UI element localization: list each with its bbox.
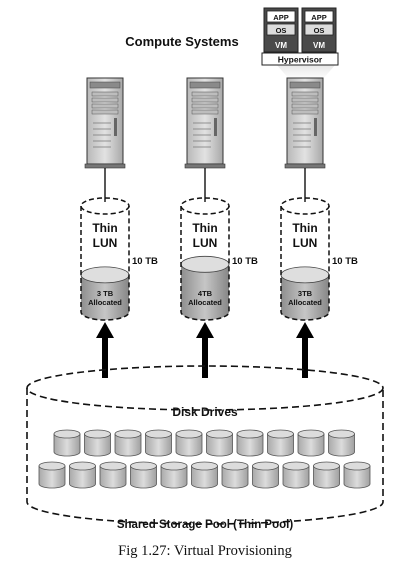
- disk-drives: [38, 429, 371, 489]
- disk-drive: [145, 429, 172, 457]
- disk-drive: [130, 461, 157, 489]
- provisioning-arrow: [96, 322, 114, 378]
- vm-group: APP OS VM APP OS VM Hypervisor: [261, 7, 339, 80]
- allocated-label: Allocated: [88, 298, 122, 307]
- thin-lun-label-line2: LUN: [93, 236, 118, 250]
- allocated-fill: [181, 264, 229, 320]
- allocated-size-label: 3TB: [298, 289, 313, 298]
- lun-outline: [80, 206, 130, 321]
- lun-outline: [280, 206, 330, 321]
- app-label: APP: [311, 13, 326, 22]
- disk-drive: [206, 429, 233, 457]
- os-label: OS: [314, 26, 325, 35]
- disk-drive: [191, 461, 218, 489]
- app-label: APP: [273, 13, 288, 22]
- disk-drive: [252, 461, 279, 489]
- lun-capacity-label: 10 TB: [332, 256, 358, 267]
- shared-storage-pool-label: Shared Storage Pool (Thin Pool): [117, 519, 294, 531]
- allocated-fill: [81, 274, 129, 320]
- lun-top-outline: [180, 197, 230, 215]
- server-base: [84, 163, 126, 169]
- thin-lun-label-line2: LUN: [293, 236, 318, 250]
- pool-top-outline: [26, 365, 384, 411]
- disk-drive: [114, 429, 142, 457]
- thin-lun-label-line2: LUN: [193, 236, 218, 250]
- disk-drives-label: Disk Drives: [172, 405, 238, 419]
- lun-capacity-label: 10 TB: [132, 256, 158, 267]
- hypervisor-beam: [276, 64, 336, 80]
- vm-box: APP OS VM: [263, 7, 299, 53]
- thin-lun-label-line1: Thin: [292, 221, 317, 235]
- os-label: OS: [276, 26, 287, 35]
- lun-capacity-label: 10 TB: [232, 256, 258, 267]
- provisioning-arrow: [296, 322, 314, 378]
- server-body: [186, 77, 224, 165]
- vm-box: APP OS VM: [301, 7, 337, 53]
- server-tower: [284, 77, 326, 169]
- hypervisor-bar: [261, 52, 339, 66]
- allocated-fill-top: [280, 266, 330, 284]
- disk-drive: [175, 429, 203, 457]
- lun-outline: [180, 206, 230, 321]
- server-base: [184, 163, 226, 169]
- allocated-label: Allocated: [188, 298, 222, 307]
- disk-drive: [53, 429, 81, 457]
- server-group: [84, 77, 326, 169]
- disk-drive: [282, 461, 310, 489]
- server-tower: [84, 77, 126, 169]
- disk-drive: [313, 461, 340, 489]
- allocated-size-label: 4TB: [198, 289, 213, 298]
- hypervisor-label: Hypervisor: [278, 55, 323, 65]
- disk-drive: [221, 461, 249, 489]
- disk-drive: [84, 429, 111, 457]
- storage-pool: Disk Drives: [26, 365, 384, 525]
- disk-drive: [297, 429, 325, 457]
- figure-caption: Fig 1.27: Virtual Provisioning: [118, 543, 292, 559]
- server-body: [286, 77, 324, 165]
- allocated-size-label: 3 TB: [97, 289, 114, 298]
- server-tower: [184, 77, 226, 169]
- pool-body-outline: [26, 388, 384, 525]
- disk-drive: [99, 461, 127, 489]
- disk-drive: [160, 461, 188, 489]
- allocated-fill-top: [180, 255, 230, 273]
- disk-drive: [38, 461, 66, 489]
- connector-group: [104, 168, 306, 202]
- thin-lun-label-line1: Thin: [92, 221, 117, 235]
- lun-top-outline: [280, 197, 330, 215]
- allocated-fill: [281, 274, 329, 320]
- disk-drive: [69, 461, 96, 489]
- disk-drive: [267, 429, 294, 457]
- disk-drive: [236, 429, 264, 457]
- allocated-fill-top: [80, 266, 130, 284]
- arrow-group: [96, 322, 314, 378]
- server-body: [86, 77, 124, 165]
- thin-lun-label-line1: Thin: [192, 221, 217, 235]
- compute-systems-title: Compute Systems: [125, 34, 238, 49]
- server-base: [284, 163, 326, 169]
- lun-top-outline: [80, 197, 130, 215]
- provisioning-arrow: [196, 322, 214, 378]
- disk-drive: [343, 461, 371, 489]
- vm-label: VM: [275, 41, 287, 50]
- vm-label: VM: [313, 41, 325, 50]
- disk-drive: [328, 429, 355, 457]
- allocated-label: Allocated: [288, 298, 322, 307]
